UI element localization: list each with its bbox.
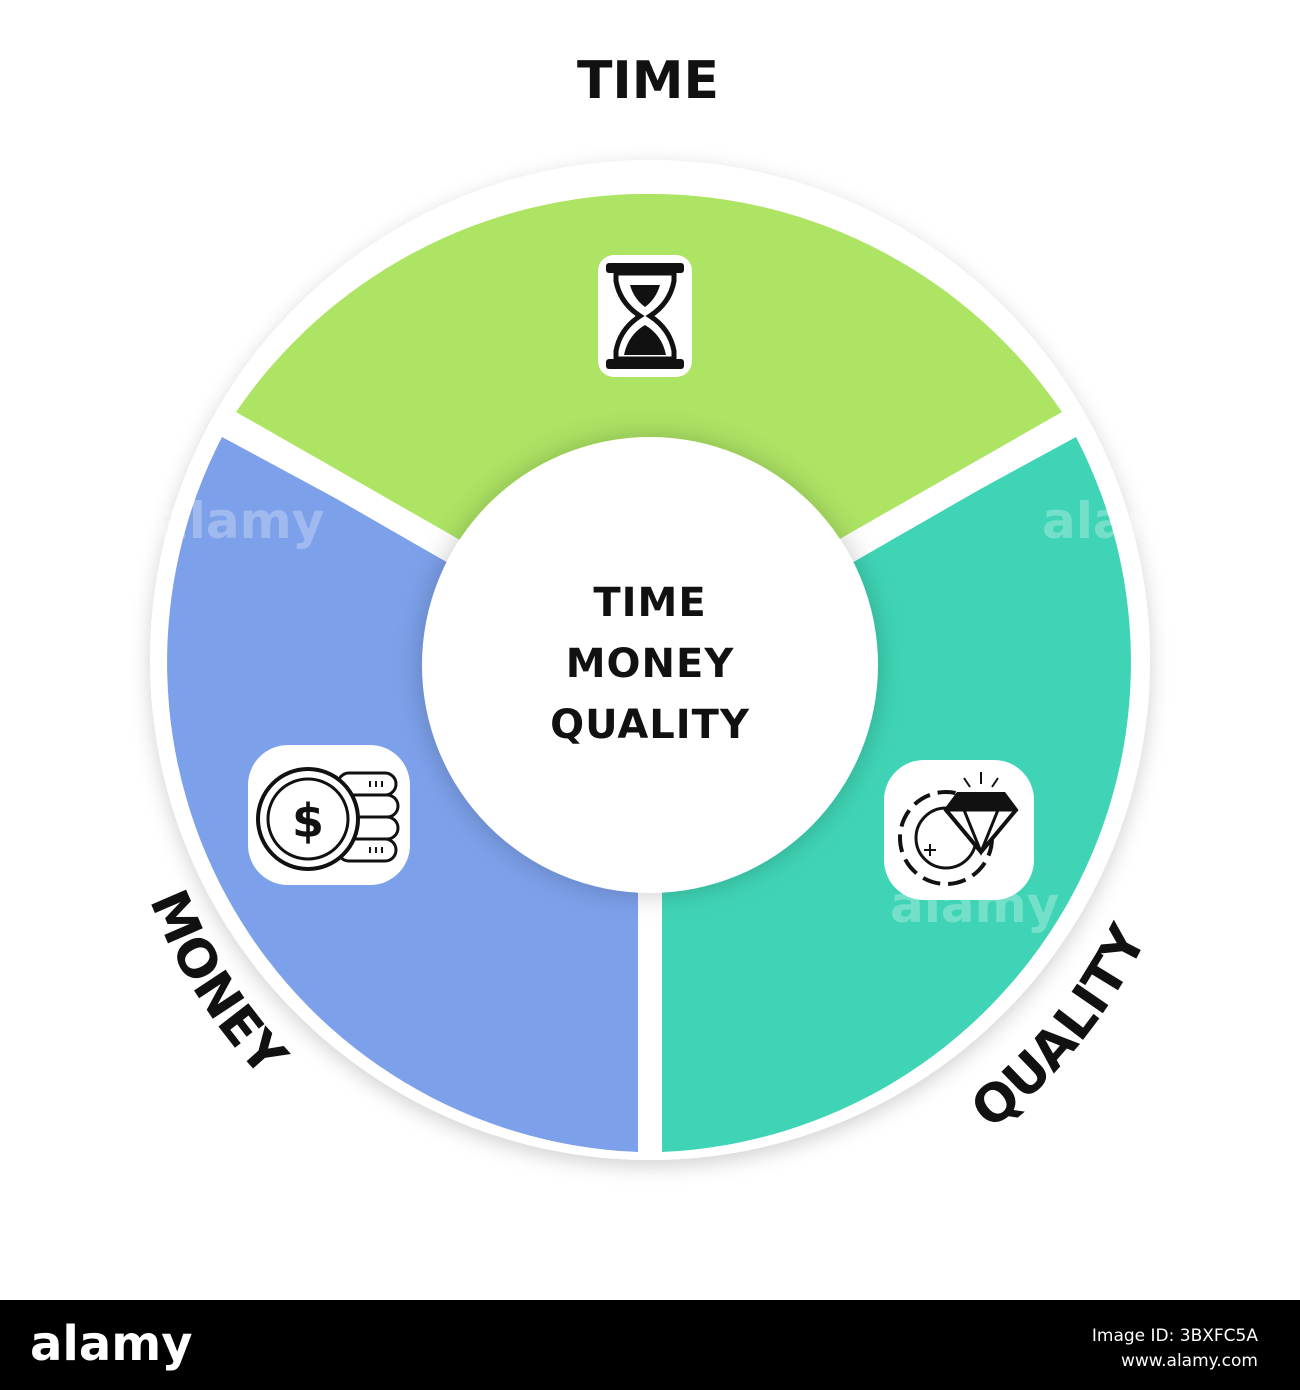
footer-bar: alamy Image ID: 3BXFC5A www.alamy.com [0, 1300, 1300, 1390]
dollar-coins-icon: $ [248, 745, 410, 885]
svg-text:$: $ [292, 794, 324, 848]
center-title-line-3: QUALITY [550, 702, 750, 748]
image-id-text: Image ID: 3BXFC5A [1091, 1326, 1258, 1346]
watermark-layer: alamy alamy alamy [155, 492, 1211, 934]
hourglass-icon [598, 255, 692, 377]
footer-logo: alamy [30, 1316, 193, 1372]
center-title-line-1: TIME [593, 580, 706, 626]
center-title-line-2: MONEY [566, 641, 735, 687]
gear-diamond-icon [884, 760, 1034, 900]
watermark-text: alamy [1042, 492, 1211, 550]
time-money-quality-diagram: alamy alamy alamy TIME MONEY QUALITY TIM… [137, 51, 1211, 1160]
label-time: TIME [577, 51, 719, 111]
watermark-text: alamy [155, 492, 324, 550]
footer-image-id: Image ID: 3BXFC5A www.alamy.com [1092, 1324, 1258, 1373]
site-url-text: www.alamy.com [1120, 1350, 1258, 1371]
infographic: alamy alamy alamy TIME MONEY QUALITY TIM… [0, 51, 1300, 1390]
center-circle [422, 437, 878, 893]
